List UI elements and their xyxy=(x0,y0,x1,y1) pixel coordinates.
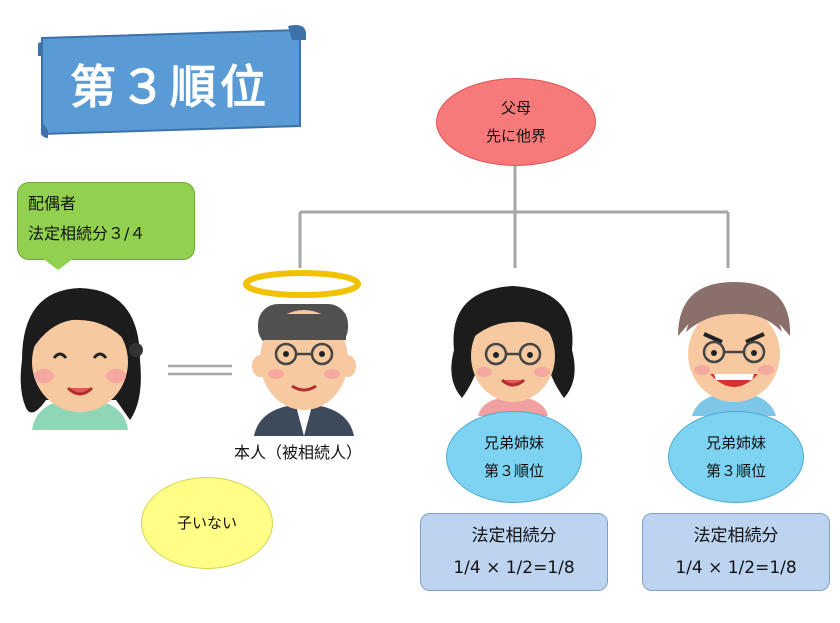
sibling1-share-formula: 1/4 × 1/2=1/8 xyxy=(453,558,575,578)
parents-status: 先に他界 xyxy=(485,127,546,145)
banner-title: 第３順位 xyxy=(70,60,270,114)
sibling2-rank: 第３順位 xyxy=(705,462,766,480)
sibling2-share-formula: 1/4 × 1/2=1/8 xyxy=(675,558,797,578)
spouse-share: 法定相続分３/４ xyxy=(28,224,146,243)
callout-tail xyxy=(42,258,74,270)
no-children-node: 子いない xyxy=(141,477,273,569)
banner-scroll xyxy=(38,25,306,138)
self-label: 本人（被相続人） xyxy=(234,443,363,462)
sibling1-relation: 兄弟姉妹 xyxy=(483,434,544,452)
spouse-label: 配偶者 xyxy=(28,194,77,213)
deceased-illustration xyxy=(243,270,361,436)
sibling1-share-title: 法定相続分 xyxy=(471,526,557,546)
sibling1-share-box: 法定相続分 1/4 × 1/2=1/8 xyxy=(420,513,608,591)
sibling1-tag: 兄弟姉妹 第３順位 xyxy=(446,411,582,503)
sibling2-relation: 兄弟姉妹 xyxy=(705,434,766,452)
sibling2-share-title: 法定相続分 xyxy=(693,526,779,546)
sibling1-rank: 第３順位 xyxy=(483,462,544,480)
parents-label: 父母 xyxy=(500,99,531,117)
sibling2-share-box: 法定相続分 1/4 × 1/2=1/8 xyxy=(642,513,830,591)
no-children-label: 子いない xyxy=(176,514,237,532)
spouse-illustration xyxy=(20,288,143,430)
spouse-callout: 配偶者 法定相続分３/４ xyxy=(17,182,195,260)
parents-node: 父母 先に他界 xyxy=(436,78,596,166)
sibling2-tag: 兄弟姉妹 第３順位 xyxy=(668,411,804,503)
sibling2-illustration xyxy=(678,282,791,416)
sibling1-illustration xyxy=(451,286,575,416)
